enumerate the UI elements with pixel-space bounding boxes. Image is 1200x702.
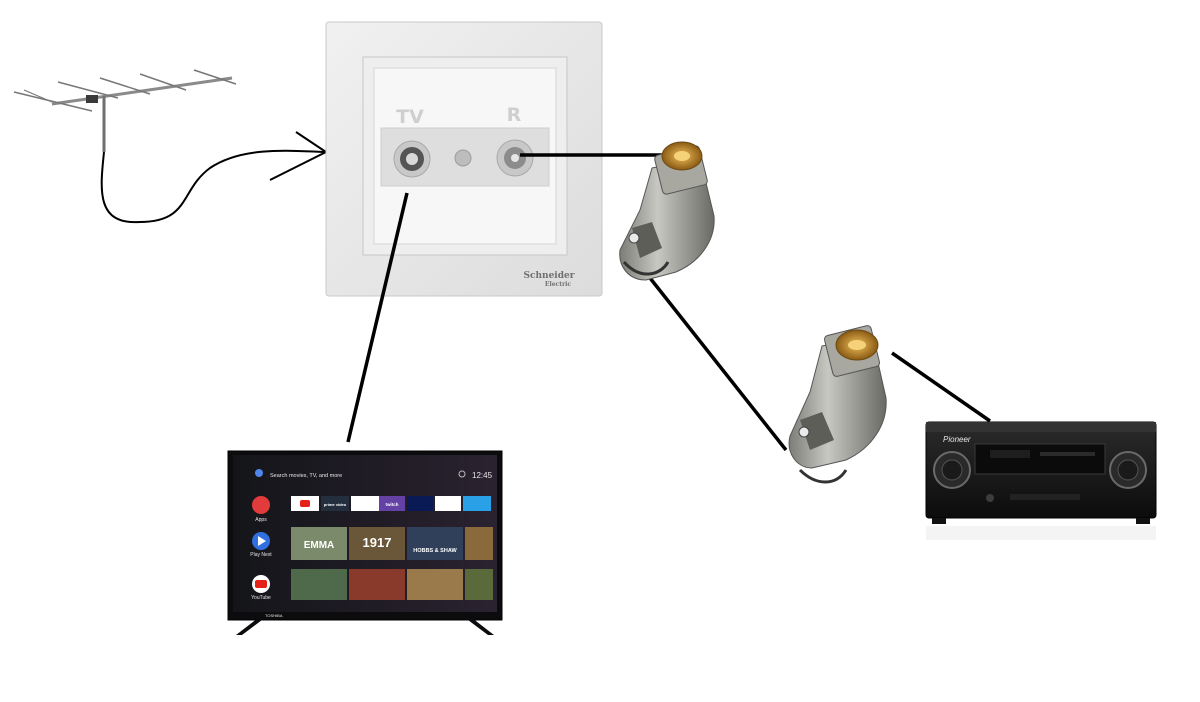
antenna-cable	[100, 149, 326, 224]
antenna	[13, 69, 237, 152]
tv-third-row	[291, 569, 493, 600]
coax-connector-lower	[788, 325, 887, 484]
tv-search-text: Search movies, TV, and more	[270, 473, 342, 479]
tv-side-apps: Apps	[255, 517, 267, 523]
tv-movie-row: EMMA 1917 HOBBS & SHAW	[291, 527, 493, 560]
tv-movie-emma: EMMA	[304, 540, 335, 551]
receiver-brand: Pioneer	[943, 435, 971, 444]
cable-to-receiver	[891, 351, 991, 423]
brand-sub: Electric	[545, 281, 572, 288]
coax-connector-upper	[619, 141, 715, 281]
wall-socket: TV R Schneider Electric	[325, 21, 603, 297]
cable-tv-port-to-tv	[346, 192, 409, 443]
tv-app-row: prime video twitch	[291, 496, 491, 511]
arrow-head	[269, 131, 328, 181]
r-port-label: R	[507, 104, 522, 126]
tv-tile-prime: prime video	[324, 502, 347, 507]
av-receiver: Pioneer	[925, 421, 1157, 540]
cable-between-connectors	[648, 276, 788, 452]
brand-name: Schneider	[524, 271, 575, 281]
tv-clock: 12:45	[472, 471, 493, 480]
tv-port-label: TV	[396, 106, 424, 128]
tv-movie-hobbs: HOBBS & SHAW	[413, 548, 457, 554]
tv-brand: TOSHIBA	[265, 613, 283, 618]
tv-side-playnext: Play Next	[250, 552, 272, 558]
tv-tile-twitch: twitch	[386, 502, 399, 507]
tv-movie-1917: 1917	[363, 535, 392, 550]
smart-tv: Search movies, TV, and more 12:45 Apps P…	[227, 450, 503, 635]
tv-side-youtube: YouTube	[251, 595, 271, 601]
